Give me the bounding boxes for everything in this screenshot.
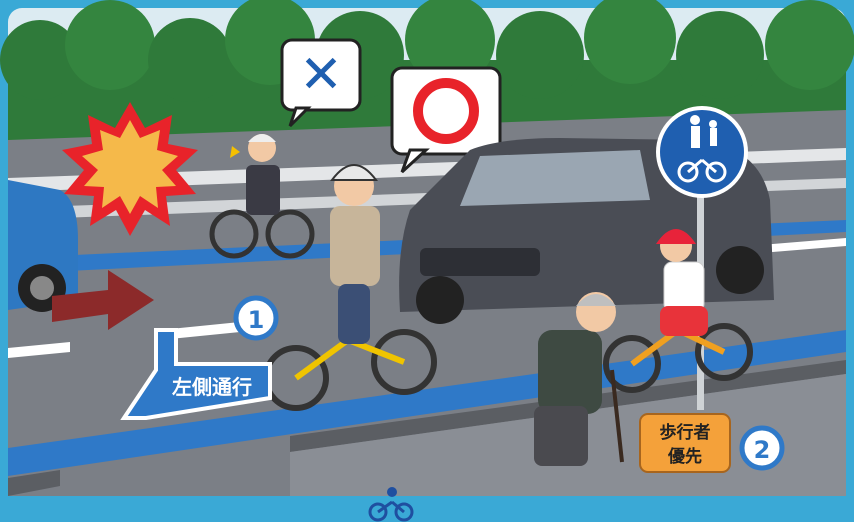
wrong-way-speech-bubble: ✕ <box>280 38 362 128</box>
svg-text:優先: 優先 <box>667 446 702 467</box>
rule-badge-two: 2 <box>739 425 785 471</box>
cross-mark-icon: ✕ <box>299 45 343 105</box>
svg-text:1: 1 <box>248 306 265 334</box>
lane-markings <box>8 238 846 358</box>
elderly-pedestrian <box>534 292 624 466</box>
direction-arrow <box>52 270 154 330</box>
bike-lane-near <box>8 330 846 476</box>
svg-text:左側通行: 左側通行 <box>172 375 252 399</box>
child-cyclist <box>603 229 753 393</box>
pedestrian-priority-label: 歩行者 優先 <box>639 413 731 473</box>
cyclist-icon <box>368 487 414 522</box>
keep-left-label: 左側通行 <box>120 328 272 420</box>
curb-left <box>8 470 60 496</box>
tree-line <box>0 0 854 140</box>
correct-way-speech-bubble <box>390 66 502 174</box>
svg-text:歩行者: 歩行者 <box>660 422 711 443</box>
businessman-cyclist <box>209 134 315 259</box>
svg-text:2: 2 <box>754 436 771 464</box>
rule-badge-one: 1 <box>233 295 279 341</box>
circle-mark-icon <box>413 78 479 144</box>
pedestrian-bicycle-sign-icon <box>660 110 744 194</box>
blue-car <box>8 180 78 312</box>
